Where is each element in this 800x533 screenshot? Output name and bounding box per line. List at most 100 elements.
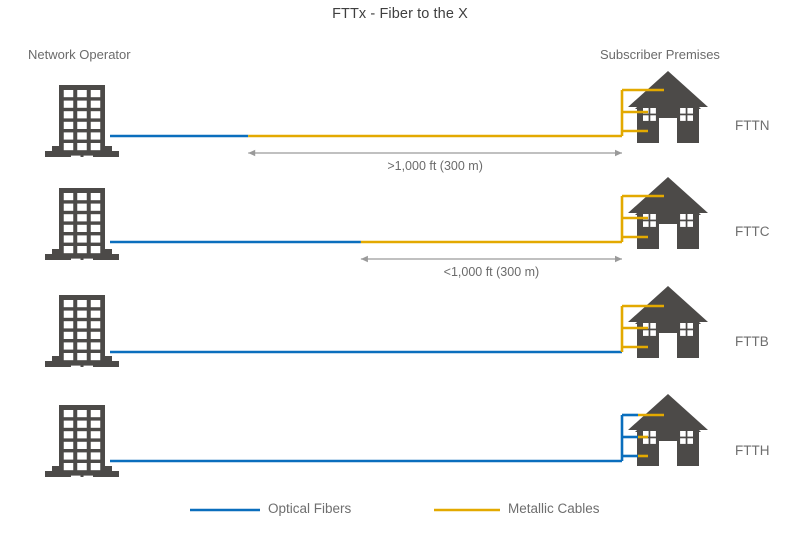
- building-window: [77, 463, 87, 471]
- building-window: [77, 90, 87, 98]
- building-window: [63, 100, 74, 108]
- house-window-pane: [650, 323, 656, 329]
- building-window: [90, 224, 101, 232]
- house-window-pane: [687, 438, 693, 444]
- building-window: [63, 342, 74, 350]
- building-window: [90, 410, 101, 418]
- building-window: [77, 420, 87, 428]
- building-door-left: [71, 258, 81, 270]
- building-door-left: [71, 475, 81, 487]
- house-window-pane: [680, 115, 686, 121]
- building-window: [90, 353, 101, 361]
- building-window: [90, 121, 101, 129]
- house-window-pane: [687, 323, 693, 329]
- building-window: [90, 203, 101, 211]
- row-label-ftth: FTTH: [735, 443, 770, 458]
- building-window: [63, 203, 74, 211]
- house-window-pane: [680, 221, 686, 227]
- house-window-pane: [687, 108, 693, 114]
- building-window: [63, 90, 74, 98]
- building-window: [77, 203, 87, 211]
- office-building-icon: [45, 188, 119, 270]
- building-window: [63, 331, 74, 339]
- building-door-right: [83, 258, 93, 270]
- building-window: [63, 300, 74, 308]
- building-window: [63, 121, 74, 129]
- house-window-pane: [687, 214, 693, 220]
- building-door-right: [83, 155, 93, 167]
- house-window-pane: [650, 115, 656, 121]
- building-window: [77, 235, 87, 243]
- building-window: [63, 452, 74, 460]
- dimension-arrow-left: [248, 149, 256, 157]
- building-window: [77, 431, 87, 439]
- house-window-pane: [687, 115, 693, 121]
- building-door-right: [83, 365, 93, 377]
- building-door-right: [83, 475, 93, 487]
- building-window: [77, 331, 87, 339]
- building-window: [63, 410, 74, 418]
- house-window-pane: [643, 431, 649, 437]
- diagram-rows: [45, 71, 708, 487]
- building-window: [63, 193, 74, 201]
- office-building-icon: [45, 295, 119, 377]
- dimension-arrow-right: [615, 149, 622, 157]
- building-base-lower: [45, 151, 119, 157]
- house-door: [659, 224, 677, 249]
- building-window: [63, 353, 74, 361]
- legend-label-optical-fiber: Optical Fibers: [268, 501, 352, 516]
- building-window: [77, 100, 87, 108]
- house-window-pane: [650, 438, 656, 444]
- building-window: [77, 342, 87, 350]
- house-window-pane: [687, 431, 693, 437]
- house-window-pane: [650, 330, 656, 336]
- building-base-lower: [45, 361, 119, 367]
- row-label-fttc: FTTC: [735, 224, 770, 239]
- house-window-pane: [687, 221, 693, 227]
- building-window: [77, 321, 87, 329]
- house-window-pane: [680, 214, 686, 220]
- row-label-fttb: FTTB: [735, 334, 769, 349]
- house-door: [659, 441, 677, 466]
- house-window-pane: [680, 431, 686, 437]
- building-window: [77, 353, 87, 361]
- building-window: [90, 420, 101, 428]
- legend-label-metallic-cable: Metallic Cables: [508, 501, 600, 516]
- building-base-lower: [45, 254, 119, 260]
- diagram-row: [45, 394, 708, 487]
- page-title: FTTx - Fiber to the X: [332, 6, 468, 22]
- building-window: [63, 132, 74, 140]
- house-window-pane: [650, 221, 656, 227]
- house-window-pane: [650, 108, 656, 114]
- house-window-pane: [643, 330, 649, 336]
- house-door: [659, 118, 677, 143]
- column-header-network-operator: Network Operator: [28, 47, 131, 62]
- dimension-label-fttn: >1,000 ft (300 m): [387, 159, 483, 173]
- house-window-pane: [680, 438, 686, 444]
- building-window: [77, 452, 87, 460]
- building-window: [77, 246, 87, 254]
- building-window: [63, 441, 74, 449]
- building-window: [77, 214, 87, 222]
- building-window: [77, 121, 87, 129]
- building-window: [63, 420, 74, 428]
- building-window: [90, 246, 101, 254]
- building-window: [63, 321, 74, 329]
- house-icon: [628, 394, 708, 466]
- house-window-pane: [680, 323, 686, 329]
- building-window: [90, 310, 101, 318]
- building-window: [77, 193, 87, 201]
- building-window: [77, 441, 87, 449]
- building-door-left: [71, 155, 81, 167]
- building-window: [63, 431, 74, 439]
- building-base-lower: [45, 471, 119, 477]
- house-window-pane: [643, 115, 649, 121]
- building-window: [90, 452, 101, 460]
- building-window: [63, 111, 74, 119]
- house-window-pane: [643, 323, 649, 329]
- house-door: [659, 333, 677, 358]
- house-icon: [628, 177, 708, 249]
- house-window-pane: [687, 330, 693, 336]
